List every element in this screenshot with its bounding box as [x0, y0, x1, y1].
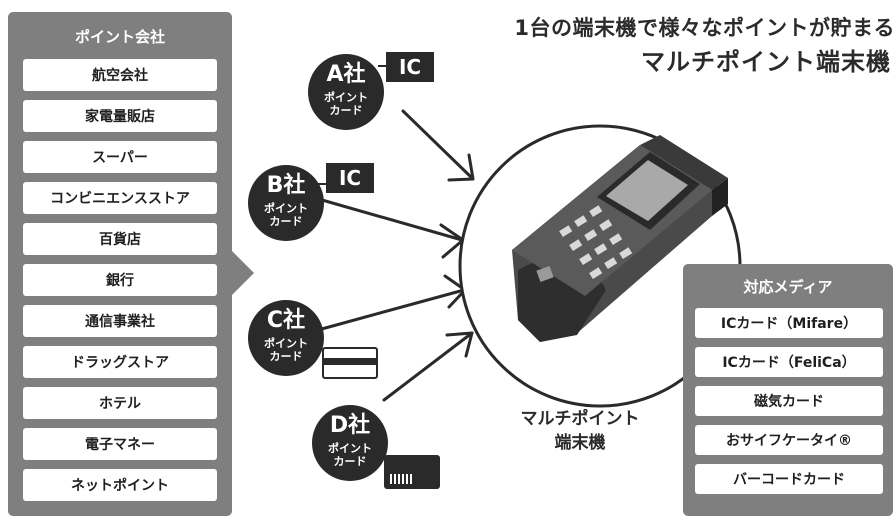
media-item-ic-felica: ICカード（FeliCa）: [695, 347, 883, 377]
media-item-ic-mifare: ICカード（Mifare）: [695, 308, 883, 338]
terminal-card-reader: [536, 265, 554, 283]
card-c-company: C社: [266, 308, 306, 333]
terminal-screen: [606, 160, 688, 221]
card-c-type: ポイント カード: [264, 337, 308, 363]
card-badge-d: D社 ポイント カード: [312, 405, 388, 481]
card-d-company: D社: [329, 413, 371, 438]
point-company-list: 航空会社 家電量販店 スーパー コンビニエンスストア 百貨店 銀行 通信事業社 …: [23, 59, 217, 510]
supported-media-title: 対応メディア: [743, 278, 833, 296]
media-item-osaifu-keitai: おサイフケータイ®: [695, 425, 883, 455]
media-item-barcode-card: バーコードカード: [695, 464, 883, 494]
card-b-type: ポイント カード: [264, 202, 308, 228]
media-item-magnetic-card: 磁気カード: [695, 386, 883, 416]
card-a-type: ポイント カード: [324, 91, 368, 117]
terminal-keypad: [559, 205, 633, 280]
terminal-caption: マルチポイント 端末機: [520, 409, 640, 453]
company-item-telecom: 通信事業社: [23, 305, 217, 337]
card-badge-b: B社 ポイント カード: [248, 165, 324, 241]
company-item-electronics-retailer: 家電量販店: [23, 100, 217, 132]
company-item-department-store: 百貨店: [23, 223, 217, 255]
barcode-icon: [390, 474, 412, 484]
arrow-a-to-terminal: [401, 109, 475, 182]
company-item-hotel: ホテル: [23, 387, 217, 419]
company-item-e-money: 電子マネー: [23, 428, 217, 460]
point-company-panel: ポイント会社 航空会社 家電量販店 スーパー コンビニエンスストア 百貨店 銀行…: [8, 12, 232, 516]
headline-line-1: 1台の端末機で様々なポイントが貯まる: [514, 16, 895, 40]
supported-media-list: ICカード（Mifare） ICカード（FeliCa） 磁気カード おサイフケー…: [695, 308, 883, 503]
company-item-drugstore: ドラッグストア: [23, 346, 217, 378]
card-badge-c: C社 ポイント カード: [248, 300, 324, 376]
card-b-company: B社: [266, 173, 306, 198]
card-a-ic-tag: IC: [386, 52, 434, 82]
arrow-c-to-terminal: [316, 274, 467, 332]
card-d-type: ポイント カード: [328, 442, 372, 468]
card-a-company: A社: [326, 62, 366, 87]
terminal-device-illustration: [512, 135, 728, 342]
magnetic-card-icon: [322, 347, 378, 379]
magnetic-stripe: [324, 358, 376, 365]
card-badge-a: A社 ポイント カード: [308, 54, 384, 130]
company-item-airline: 航空会社: [23, 59, 217, 91]
point-company-title: ポイント会社: [74, 28, 165, 46]
card-b-ic-tag: IC: [326, 163, 374, 193]
company-item-bank: 銀行: [23, 264, 217, 296]
supported-media-panel: 対応メディア ICカード（Mifare） ICカード（FeliCa） 磁気カード…: [683, 264, 893, 516]
arrow-d-to-terminal: [382, 331, 474, 402]
arrow-b-to-terminal: [320, 198, 465, 259]
sidebar-pointer-arrow: [232, 251, 254, 295]
company-item-net-points: ネットポイント: [23, 469, 217, 501]
headline-line-2: マルチポイント端末機: [641, 48, 891, 76]
company-item-supermarket: スーパー: [23, 141, 217, 173]
company-item-convenience-store: コンビニエンスストア: [23, 182, 217, 214]
barcode-card-icon: [384, 455, 440, 489]
